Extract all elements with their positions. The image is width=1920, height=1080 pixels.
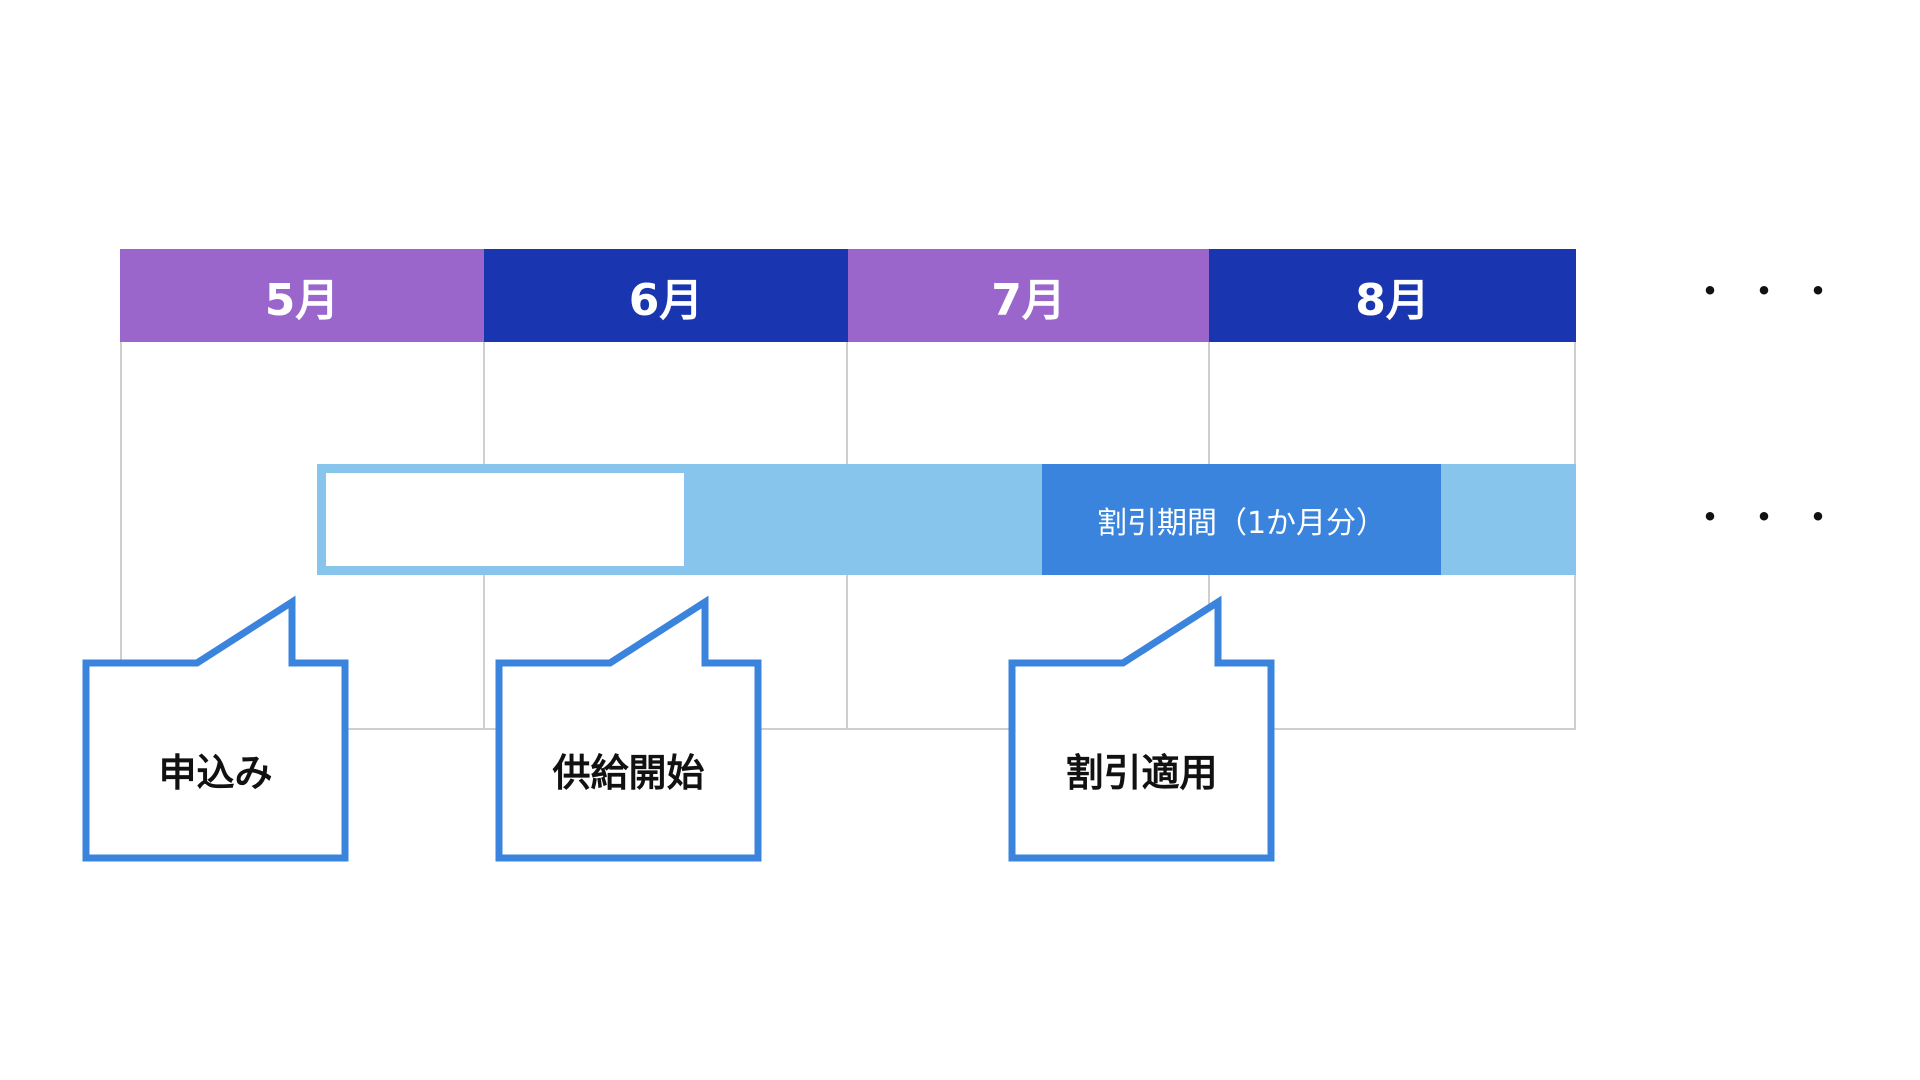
continuation-ellipsis-header: ・・・ bbox=[1690, 269, 1852, 315]
month-header-august: 8月 bbox=[1209, 249, 1576, 342]
discount-period-label: 割引期間（1か月分） bbox=[1096, 505, 1387, 541]
callout-bubble-shape bbox=[82, 595, 349, 862]
callout-label: 申込み bbox=[158, 751, 273, 795]
grid-line-horizontal bbox=[120, 728, 1576, 730]
continuation-ellipsis-bar: ・・・ bbox=[1690, 495, 1852, 541]
month-label: 5月 bbox=[264, 274, 340, 326]
grid-line-vertical bbox=[120, 342, 122, 730]
callout-bubble-shape bbox=[1008, 595, 1275, 862]
discount-period-segment: 割引期間（1か月分） bbox=[1042, 464, 1441, 575]
month-header-june: 6月 bbox=[484, 249, 848, 342]
callout-application: 申込み bbox=[82, 594, 356, 862]
period-bar-blank-segment bbox=[326, 473, 684, 566]
callout-label: 割引適用 bbox=[1065, 751, 1218, 795]
month-header-may: 5月 bbox=[120, 249, 484, 342]
month-label: 8月 bbox=[1355, 274, 1430, 326]
callout-supply-start: 供給開始 bbox=[495, 594, 769, 862]
month-label: 7月 bbox=[991, 274, 1066, 326]
callout-label: 供給開始 bbox=[552, 751, 705, 795]
callout-bubble-shape bbox=[495, 595, 762, 862]
callout-discount-applied: 割引適用 bbox=[1008, 594, 1282, 862]
month-label: 6月 bbox=[628, 274, 704, 326]
month-header-july: 7月 bbox=[848, 249, 1209, 342]
